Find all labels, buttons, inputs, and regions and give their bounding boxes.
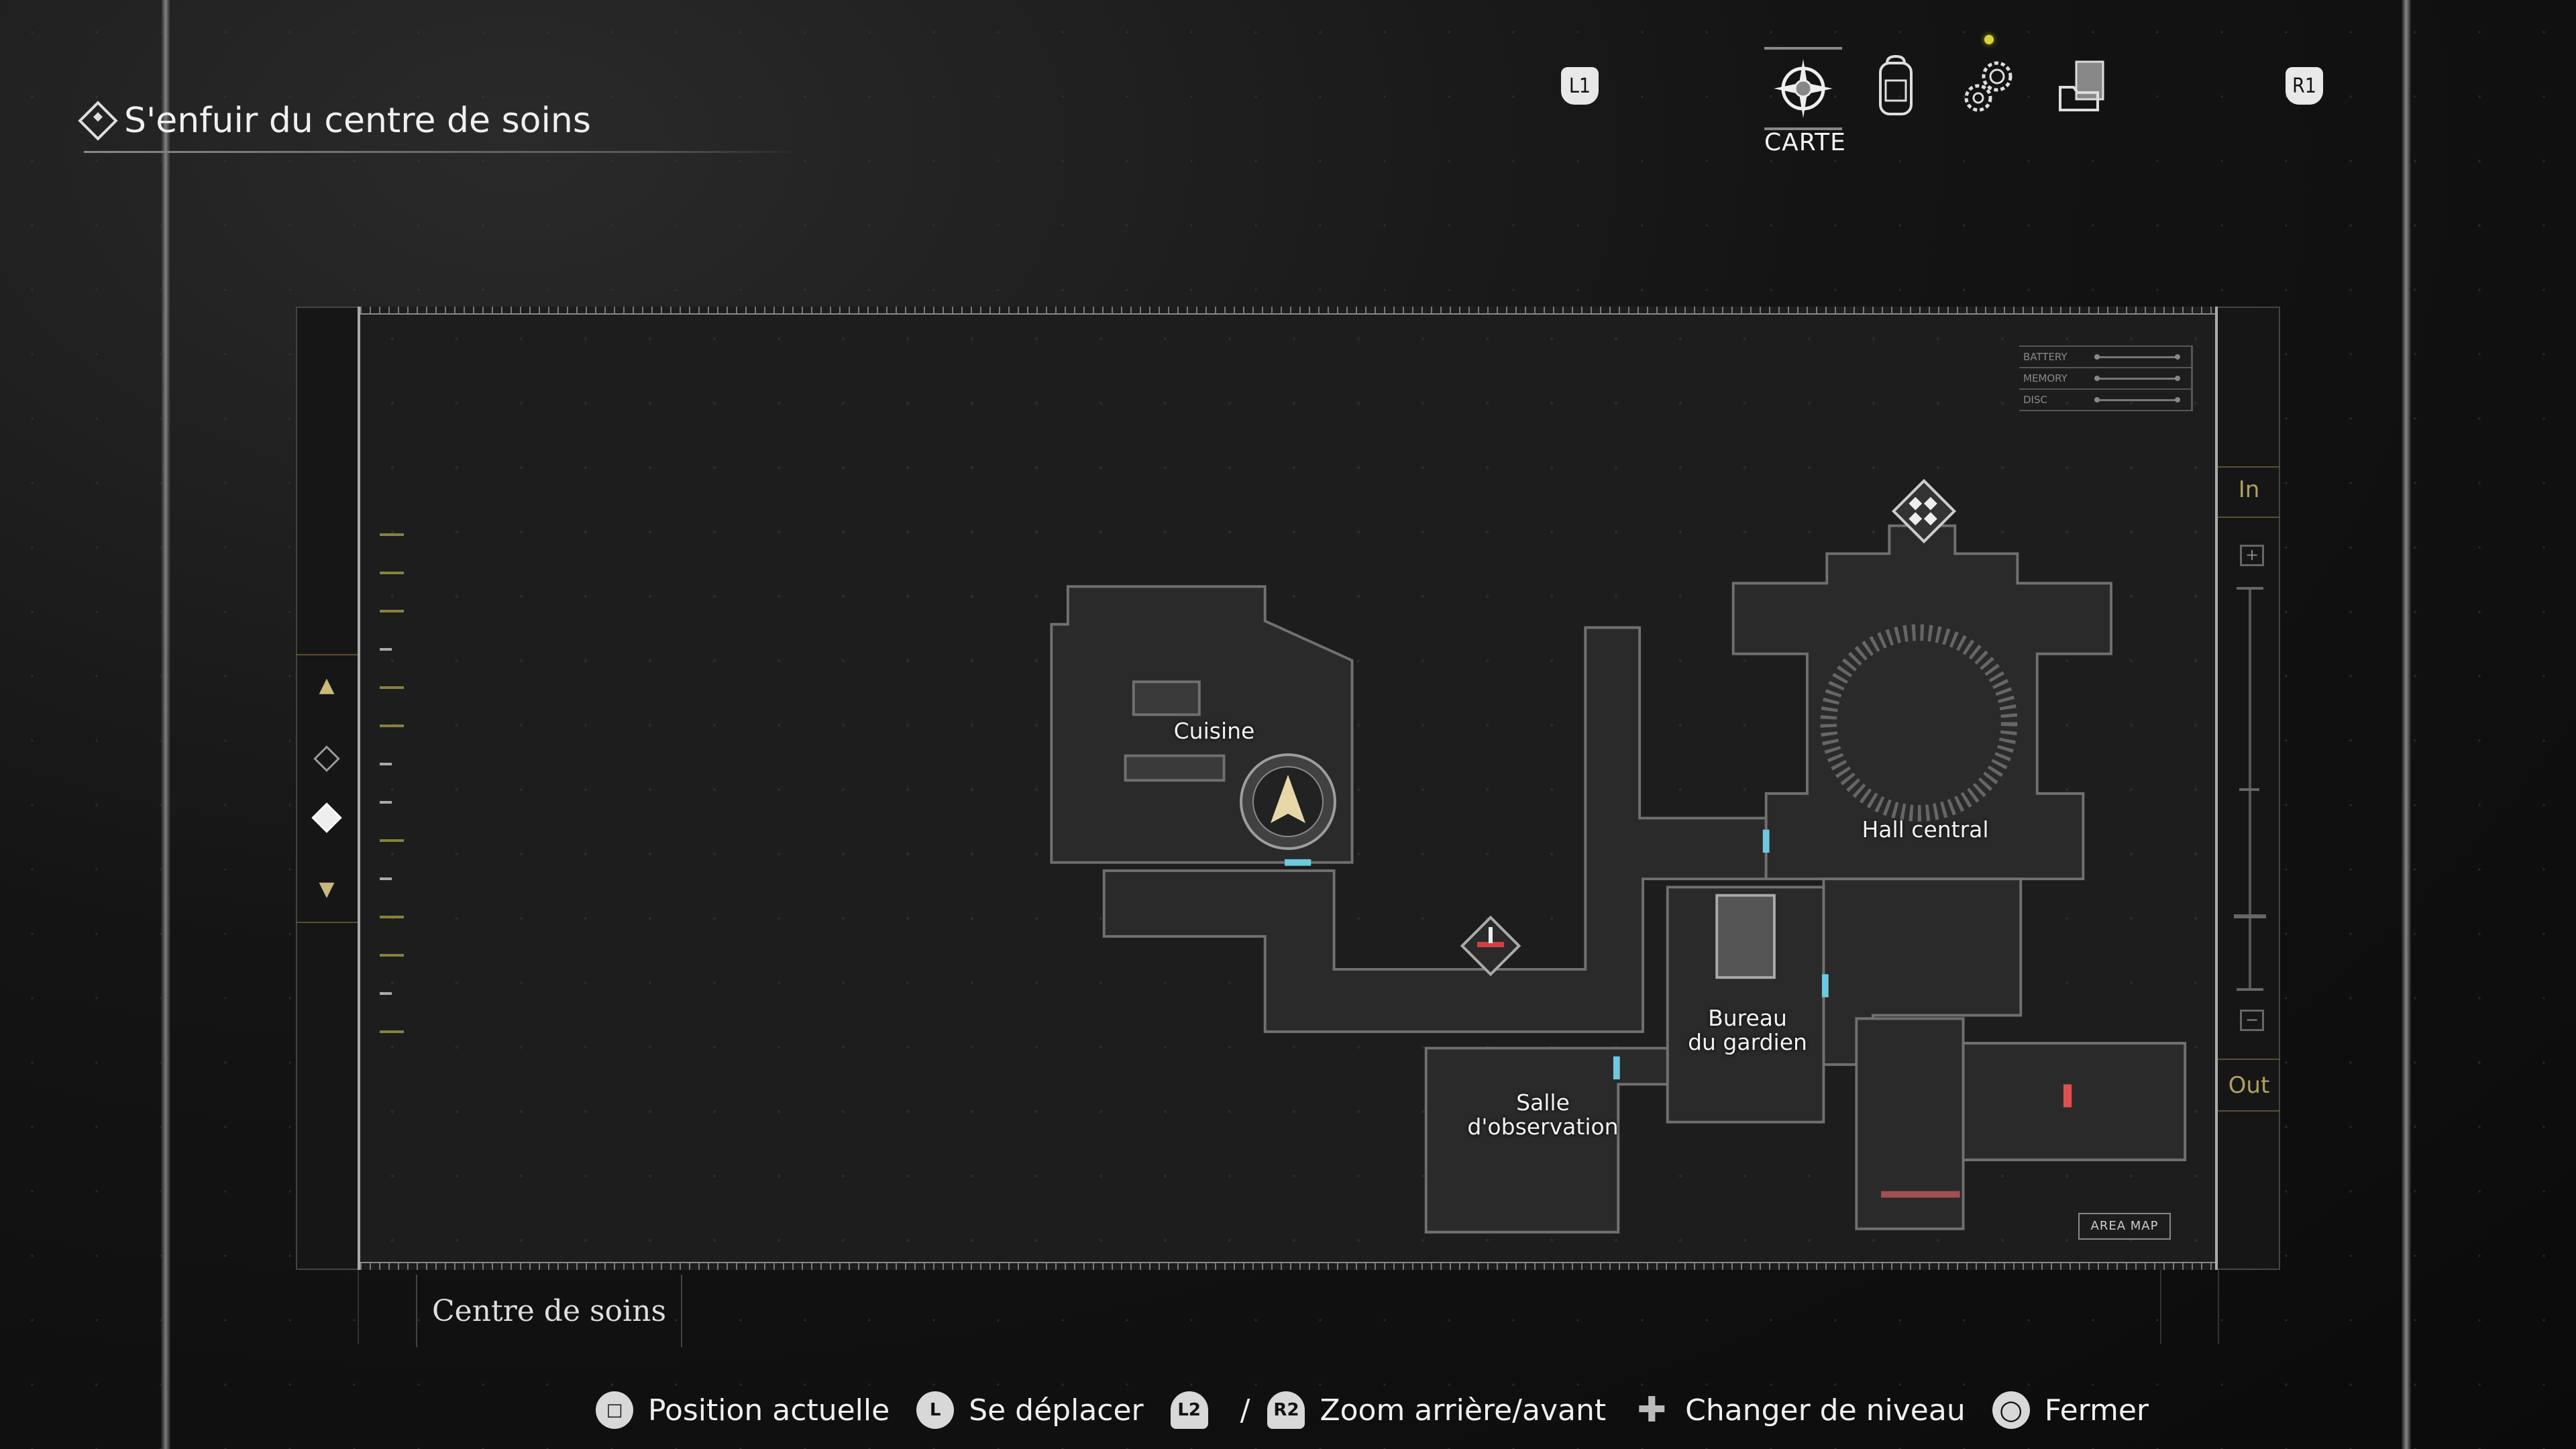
hint-label: Se déplacer <box>969 1393 1144 1428</box>
status-bar <box>2094 375 2180 381</box>
zoom-panel-divider <box>2218 1110 2280 1112</box>
status-label: BATTERY <box>2023 351 2068 363</box>
location-bracket <box>358 1270 359 1344</box>
compass-icon <box>1774 59 1833 118</box>
objective-underline <box>84 151 802 153</box>
status-label: DISC <box>2023 394 2047 406</box>
tab-files[interactable] <box>2045 47 2123 125</box>
floor-panel-divider <box>296 654 358 655</box>
files-icon <box>2059 60 2104 111</box>
status-row-memory: MEMORY <box>2019 367 2191 388</box>
location-bracket <box>2160 1270 2161 1344</box>
corridor <box>1102 626 1768 1033</box>
location-bracket <box>2218 1270 2219 1344</box>
hint-current-position[interactable]: □ Position actuelle <box>596 1391 890 1429</box>
tab-map[interactable] <box>1764 47 1842 130</box>
hint-change-level[interactable]: ✚ Changer de niveau <box>1633 1390 1966 1430</box>
circle-button-icon: ○ <box>1992 1391 2030 1429</box>
status-row-battery: BATTERY <box>2019 345 2191 367</box>
room-label-hall-central: Hall central <box>1862 816 1989 843</box>
tab-map-label: CARTE <box>1764 129 1846 156</box>
objective: S'enfuir du centre de soins <box>78 101 591 141</box>
room-warden-office <box>1666 885 1825 1124</box>
floor-up-button[interactable]: ▲ <box>319 673 335 697</box>
zoom-out-button[interactable]: − <box>2240 1010 2264 1031</box>
zoom-panel-divider <box>2218 1059 2280 1060</box>
hint-zoom-in[interactable]: R2 Zoom arrière/avant <box>1267 1391 1606 1429</box>
zoom-panel-divider <box>2218 517 2280 518</box>
area-map-button[interactable]: AREA MAP <box>2078 1213 2171 1240</box>
location-name: Centre de soins <box>416 1275 683 1347</box>
zoom-tick <box>2239 788 2259 791</box>
room-south-b <box>1962 1042 2187 1161</box>
player-marker <box>1240 753 1336 850</box>
status-row-disc: DISC <box>2019 388 2191 411</box>
zoom-out-label: Out <box>2228 1072 2270 1099</box>
prev-tab-button[interactable]: L1 <box>1561 67 1599 105</box>
next-tab-button[interactable]: R1 <box>2286 67 2323 105</box>
zoom-slider-handle[interactable] <box>2234 914 2266 918</box>
floor-panel-divider <box>296 922 358 923</box>
backpack-icon <box>1879 54 1913 115</box>
hint-separator: / <box>1240 1393 1250 1428</box>
status-bar <box>2094 396 2180 402</box>
stairs-icon <box>1891 478 1957 544</box>
frame-edge-left <box>161 0 170 1449</box>
r2-button-icon: R2 <box>1267 1391 1305 1429</box>
square-button-icon: □ <box>596 1391 633 1429</box>
hint-label: Changer de niveau <box>1685 1393 1966 1428</box>
room-label-observation: Salle d'observation <box>1467 1089 1619 1140</box>
hint-label: Zoom arrière/avant <box>1320 1393 1607 1428</box>
room-label-warden-office: Bureau du gardien <box>1688 1005 1807 1055</box>
left-stick-icon: L <box>916 1391 955 1429</box>
tab-inventory[interactable] <box>1857 47 1935 125</box>
tab-settings[interactable] <box>1951 47 2029 125</box>
hint-move[interactable]: L Se déplacer <box>916 1391 1144 1429</box>
zoom-tick <box>2237 988 2263 991</box>
status-panel: BATTERY MEMORY DISC <box>2019 345 2193 411</box>
dpad-icon: ✚ <box>1637 1390 1666 1430</box>
zoom-in-label: In <box>2238 476 2260 503</box>
room-observation <box>1424 1046 1669 1234</box>
gears-icon <box>1964 61 2012 112</box>
l2-button-icon: L2 <box>1170 1391 1208 1429</box>
floor-ticks <box>380 533 404 1069</box>
room-south-a <box>1855 1017 1965 1230</box>
status-bar <box>2094 354 2180 360</box>
button-hints: □ Position actuelle L Se déplacer L2 / R… <box>596 1389 2176 1432</box>
room-hall-central <box>1731 524 2112 881</box>
hint-zoom-out[interactable]: L2 <box>1170 1391 1223 1429</box>
hint-label: Position actuelle <box>648 1393 890 1428</box>
objective-text: S'enfuir du centre de soins <box>124 101 591 141</box>
frame-edge-right <box>2402 0 2411 1449</box>
hint-close[interactable]: ○ Fermer <box>1992 1391 2149 1429</box>
room-label-kitchen: Cuisine <box>1173 718 1255 744</box>
zoom-tick <box>2237 587 2263 590</box>
typewriter-save-icon <box>1460 915 1521 977</box>
notification-dot <box>1984 35 1994 44</box>
floor-down-button[interactable]: ▼ <box>319 877 335 901</box>
zoom-panel-divider <box>2218 466 2280 468</box>
status-label: MEMORY <box>2023 372 2068 384</box>
zoom-in-button[interactable]: + <box>2240 545 2264 566</box>
hint-label: Fermer <box>2044 1393 2149 1428</box>
